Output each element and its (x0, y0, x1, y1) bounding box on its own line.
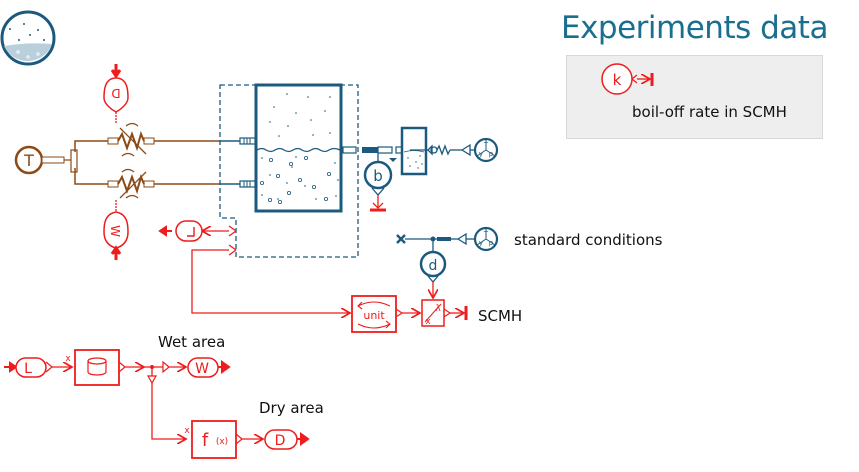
label-scmh: SCMH (478, 307, 523, 325)
temperature-source[interactable]: T (14, 145, 78, 175)
dry-port-x: x (184, 426, 190, 436)
dry-area-output-label: D (275, 433, 286, 449)
medium-icon[interactable] (0, 10, 56, 66)
legend-k-label: k (613, 71, 622, 89)
mass-output-signal (191, 244, 350, 313)
heat-flow-input-top[interactable]: D (103, 64, 129, 124)
wet-area-signal (125, 360, 186, 439)
label-wet-area: Wet area (158, 333, 226, 351)
label-standard-conditions: standard conditions (514, 231, 663, 249)
dry-area-output[interactable]: D (264, 429, 310, 450)
level-input-block[interactable]: L x (4, 354, 72, 378)
geometry-block[interactable] (74, 349, 126, 386)
check-valve[interactable] (410, 143, 477, 157)
page-title: Experiments data (561, 10, 828, 46)
flow-sensor[interactable]: b (363, 153, 393, 212)
state-source-ambient[interactable]: T p y (473, 137, 499, 163)
state-p-label-2: p (489, 239, 494, 247)
level-output[interactable] (158, 220, 237, 242)
legend-k-block[interactable]: k (601, 63, 654, 95)
thermal-connections (74, 140, 220, 185)
level-input-label: L (24, 361, 32, 377)
division-lambda: λ (435, 304, 441, 314)
division-x: x (425, 317, 431, 327)
legend-description: boil-off rate in SCMH (632, 103, 787, 121)
division-block[interactable]: λ x (421, 299, 468, 327)
heat-flow-input-bottom[interactable]: W (103, 200, 129, 260)
unit-converter-block[interactable]: unit (351, 295, 420, 333)
dry-area-function-block[interactable]: x f (x) (184, 420, 263, 459)
dry-function-f: f (202, 430, 209, 451)
temperature-source-label: T (23, 151, 34, 170)
standard-conditions-line (396, 232, 475, 246)
state-t-label-2: T (483, 230, 489, 238)
heat-flow-top-label: D (111, 86, 120, 100)
density-sensor-label: d (429, 258, 438, 274)
wet-area-output[interactable]: W (187, 357, 231, 378)
state-y-label-2: y (479, 239, 483, 247)
heat-transfer-bottom[interactable] (107, 168, 155, 199)
wet-area-output-label: W (195, 361, 209, 377)
receiver-volume[interactable] (400, 126, 428, 176)
state-t-label: T (483, 141, 489, 149)
tank-subsystem-boundary[interactable] (219, 84, 359, 258)
tank-vessel[interactable] (220, 83, 357, 213)
density-sensor[interactable]: d (419, 239, 447, 298)
geometry-port-x: x (65, 354, 71, 364)
unit-converter-label: unit (363, 309, 385, 322)
label-dry-area: Dry area (259, 399, 324, 417)
state-p-label: p (489, 150, 494, 158)
state-source-standard[interactable]: T p y (473, 226, 499, 252)
flow-sensor-label: b (373, 167, 383, 185)
heat-transfer-top[interactable] (107, 122, 155, 157)
dry-function-arg: (x) (216, 437, 228, 447)
state-y-label: y (479, 150, 483, 158)
heat-flow-bottom-label: W (108, 225, 122, 237)
